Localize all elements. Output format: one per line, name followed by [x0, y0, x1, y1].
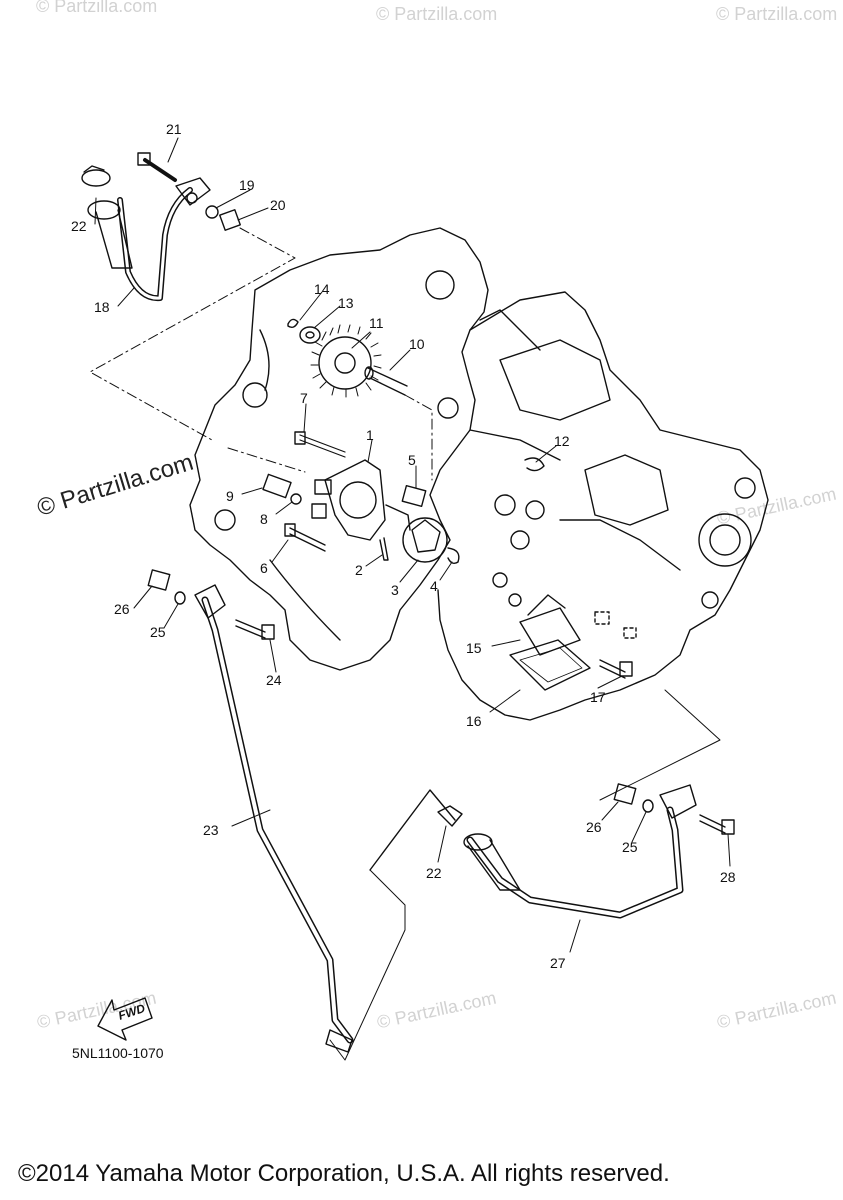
part-number-28: 28	[720, 869, 736, 885]
part-number-16: 16	[466, 713, 482, 729]
copyright-notice: ©2014 Yamaha Motor Corporation, U.S.A. A…	[18, 1160, 670, 1187]
pipe-18	[117, 187, 193, 302]
watermark-faint: © Partzilla.com	[36, 0, 158, 16]
pipe-27	[466, 806, 684, 919]
part-number-4: 4	[430, 578, 438, 594]
part-number-8: 8	[260, 511, 268, 527]
part-number-15: 15	[466, 640, 482, 656]
part-number-20: 20	[270, 197, 286, 213]
watermark-faint: © Partzilla.com	[716, 4, 838, 24]
part-number-25: 25	[150, 624, 166, 640]
part-number-6: 6	[260, 560, 268, 576]
part-number-17: 17	[590, 689, 606, 705]
watermark-faint: © Partzilla.com	[376, 4, 498, 24]
part-number-26: 26	[114, 601, 130, 617]
part-number-13: 13	[338, 295, 354, 311]
part-number-24: 24	[266, 672, 282, 688]
part-number-22: 22	[426, 865, 442, 881]
crankcase-right	[437, 291, 769, 721]
part-number-11: 11	[369, 315, 384, 331]
part-number-12: 12	[554, 433, 570, 449]
diagram-code: 5NL1100-1070	[72, 1045, 164, 1061]
part-number-10: 10	[409, 336, 425, 352]
part-number-21: 21	[166, 121, 182, 137]
part-number-25: 25	[622, 839, 638, 855]
part-number-5: 5	[408, 452, 416, 468]
part-number-2: 2	[355, 562, 363, 578]
part-number-18: 18	[94, 299, 110, 315]
fwd-arrow-icon	[97, 997, 153, 1041]
part-number-22: 22	[71, 218, 87, 234]
part-number-9: 9	[226, 488, 234, 504]
part-number-7: 7	[300, 390, 308, 406]
part-number-23: 23	[203, 822, 219, 838]
part-number-27: 27	[550, 955, 566, 971]
part-number-1: 1	[366, 427, 374, 443]
crankcase-left	[189, 227, 489, 671]
part-number-26: 26	[586, 819, 602, 835]
part-number-3: 3	[391, 582, 399, 598]
part-number-19: 19	[239, 177, 255, 193]
part-number-14: 14	[314, 281, 330, 297]
